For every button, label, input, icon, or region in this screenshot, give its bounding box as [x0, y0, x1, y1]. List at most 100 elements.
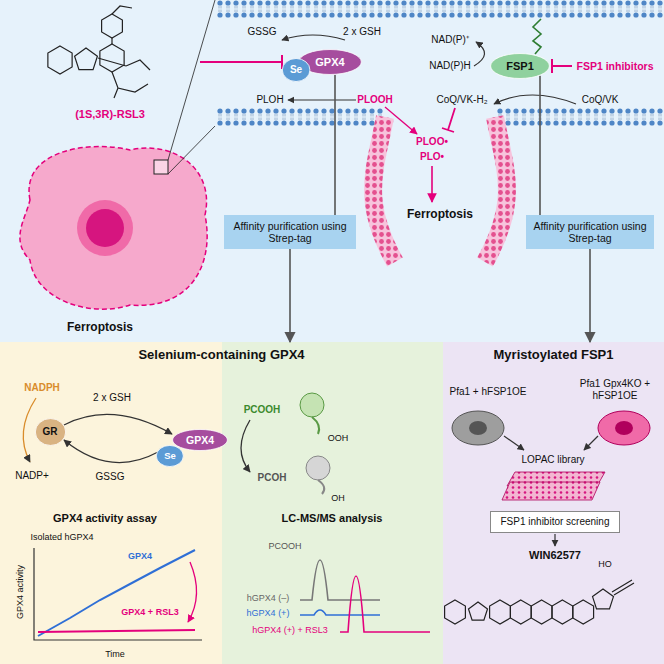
rsl3-structure: [48, 6, 150, 98]
selenium-circle: Se: [282, 58, 310, 82]
reaction-arrow: [431, 166, 433, 202]
method-box: Affinity purification using Strep-tag: [526, 215, 654, 249]
label: WIN62577: [529, 549, 581, 562]
process-box: FSP1 inhibitor screening: [490, 511, 620, 533]
change-arrow: [188, 562, 197, 622]
broken-membrane: [485, 117, 507, 262]
label: GSSG: [96, 471, 125, 483]
label: Isolated hGPX4: [30, 532, 93, 542]
label: PLO•: [420, 151, 444, 163]
chart-axis: [34, 548, 202, 640]
activity-trace: [38, 550, 195, 636]
label: GSSG: [248, 26, 277, 38]
node-label: FSP1: [506, 60, 534, 73]
lipid-droplet: [306, 456, 330, 480]
enzyme-circle: GR: [35, 418, 66, 446]
panel: Selenium-containing GPX4GRGPX4Se: [0, 342, 443, 664]
reaction-arrow: [494, 95, 576, 104]
label: GPX4: [128, 551, 152, 561]
label: FSP1 inhibitors: [576, 60, 653, 72]
method-box: Affinity purification using Strep-tag: [224, 215, 356, 249]
myristoyl-anchor: [533, 19, 541, 54]
nucleus: [86, 209, 124, 247]
node-label: FSP1 inhibitor screening: [501, 516, 610, 528]
reaction-arrow: [64, 440, 158, 463]
top-ground: [0, 0, 664, 342]
label: GPX4 activity assay: [53, 512, 157, 525]
label: GPX4 + RSL3: [121, 607, 178, 617]
label: 2 x GSH: [93, 392, 131, 404]
lipid-droplet: [300, 393, 324, 417]
assay-ground: [0, 342, 222, 664]
label: NAD(P)⁺: [431, 34, 468, 46]
label: Pfa1 Gpx4KO + hFSP1OE: [570, 378, 660, 401]
label: LC-MS/MS analysis: [282, 512, 383, 525]
membrane: [215, 0, 664, 18]
broken-membrane: [373, 117, 395, 262]
nucleus: [615, 421, 633, 435]
node-label: Affinity purification using Strep-tag: [532, 220, 648, 244]
label: Ferroptosis: [407, 208, 473, 222]
label: PLOOH: [357, 94, 393, 106]
selenium-circle: Se: [156, 445, 184, 467]
cell: [452, 411, 504, 445]
label: OOH: [328, 433, 349, 443]
label: Pfa1 + hFSP1OE: [450, 386, 527, 398]
activity-trace: [38, 630, 195, 632]
connector: [539, 76, 541, 215]
node-label: GPX4: [315, 56, 344, 69]
node-label: Se: [290, 64, 302, 76]
reaction-arrow: [474, 42, 485, 66]
label: hGPX4 (+): [247, 608, 290, 618]
label: PCOH: [258, 472, 287, 484]
membrane: [495, 108, 664, 126]
ferroptotic-cell: [20, 147, 207, 310]
chromatogram: [340, 576, 430, 632]
label: 2 x GSH: [343, 26, 381, 38]
node-label: Se: [164, 451, 176, 462]
lcms-ground: [222, 342, 443, 664]
flow-arrow: [554, 534, 555, 546]
label: (1S,3R)-RSL3: [75, 108, 145, 121]
label: CoQ/VK: [582, 94, 619, 106]
enzyme-ellipse: FSP1: [490, 53, 550, 79]
lipid-tail: [318, 480, 324, 494]
node-label: Affinity purification using Strep-tag: [230, 220, 350, 244]
label: CoQ/VK-H₂: [436, 94, 487, 106]
reaction-arrow: [241, 420, 250, 472]
connector: [334, 75, 336, 215]
inhibition-line: [200, 55, 282, 69]
connector: [289, 249, 291, 342]
label: hGPX4 (–): [247, 593, 290, 603]
label: NADPH: [24, 382, 60, 394]
nucleus: [77, 200, 133, 256]
label: PCOOH: [268, 541, 301, 551]
chromatogram: [300, 610, 380, 615]
cell: [598, 411, 650, 445]
node-label: GPX4: [186, 434, 214, 446]
reaction-arrow: [288, 99, 356, 100]
zoom-square: [154, 160, 168, 174]
label: PCOOH: [244, 404, 281, 416]
chromatogram: [300, 560, 380, 600]
win62577-structure: [445, 580, 634, 624]
label: Ferroptosis: [67, 321, 133, 335]
panel-heading: Myristoylated FSP1: [494, 348, 614, 363]
label: GPX4 activity: [15, 565, 25, 619]
inhibition-line: [442, 108, 455, 132]
panel-heading: Selenium-containing GPX4: [138, 348, 304, 363]
label: HO: [598, 559, 612, 569]
label: NADP+: [15, 470, 49, 482]
label: PLOO•: [416, 136, 448, 148]
flow-arrow: [584, 436, 598, 450]
membrane: [215, 108, 385, 126]
label: Time: [105, 649, 125, 659]
fsp1-ground: [443, 342, 664, 664]
label: hGPX4 (+) + RSL3: [252, 625, 328, 635]
zoom-line: [168, 0, 215, 174]
node-label: GR: [43, 426, 58, 438]
label: NAD(P)H: [429, 60, 471, 72]
label: OH: [331, 493, 345, 503]
flow-arrow: [504, 436, 524, 450]
nucleus: [469, 421, 487, 435]
